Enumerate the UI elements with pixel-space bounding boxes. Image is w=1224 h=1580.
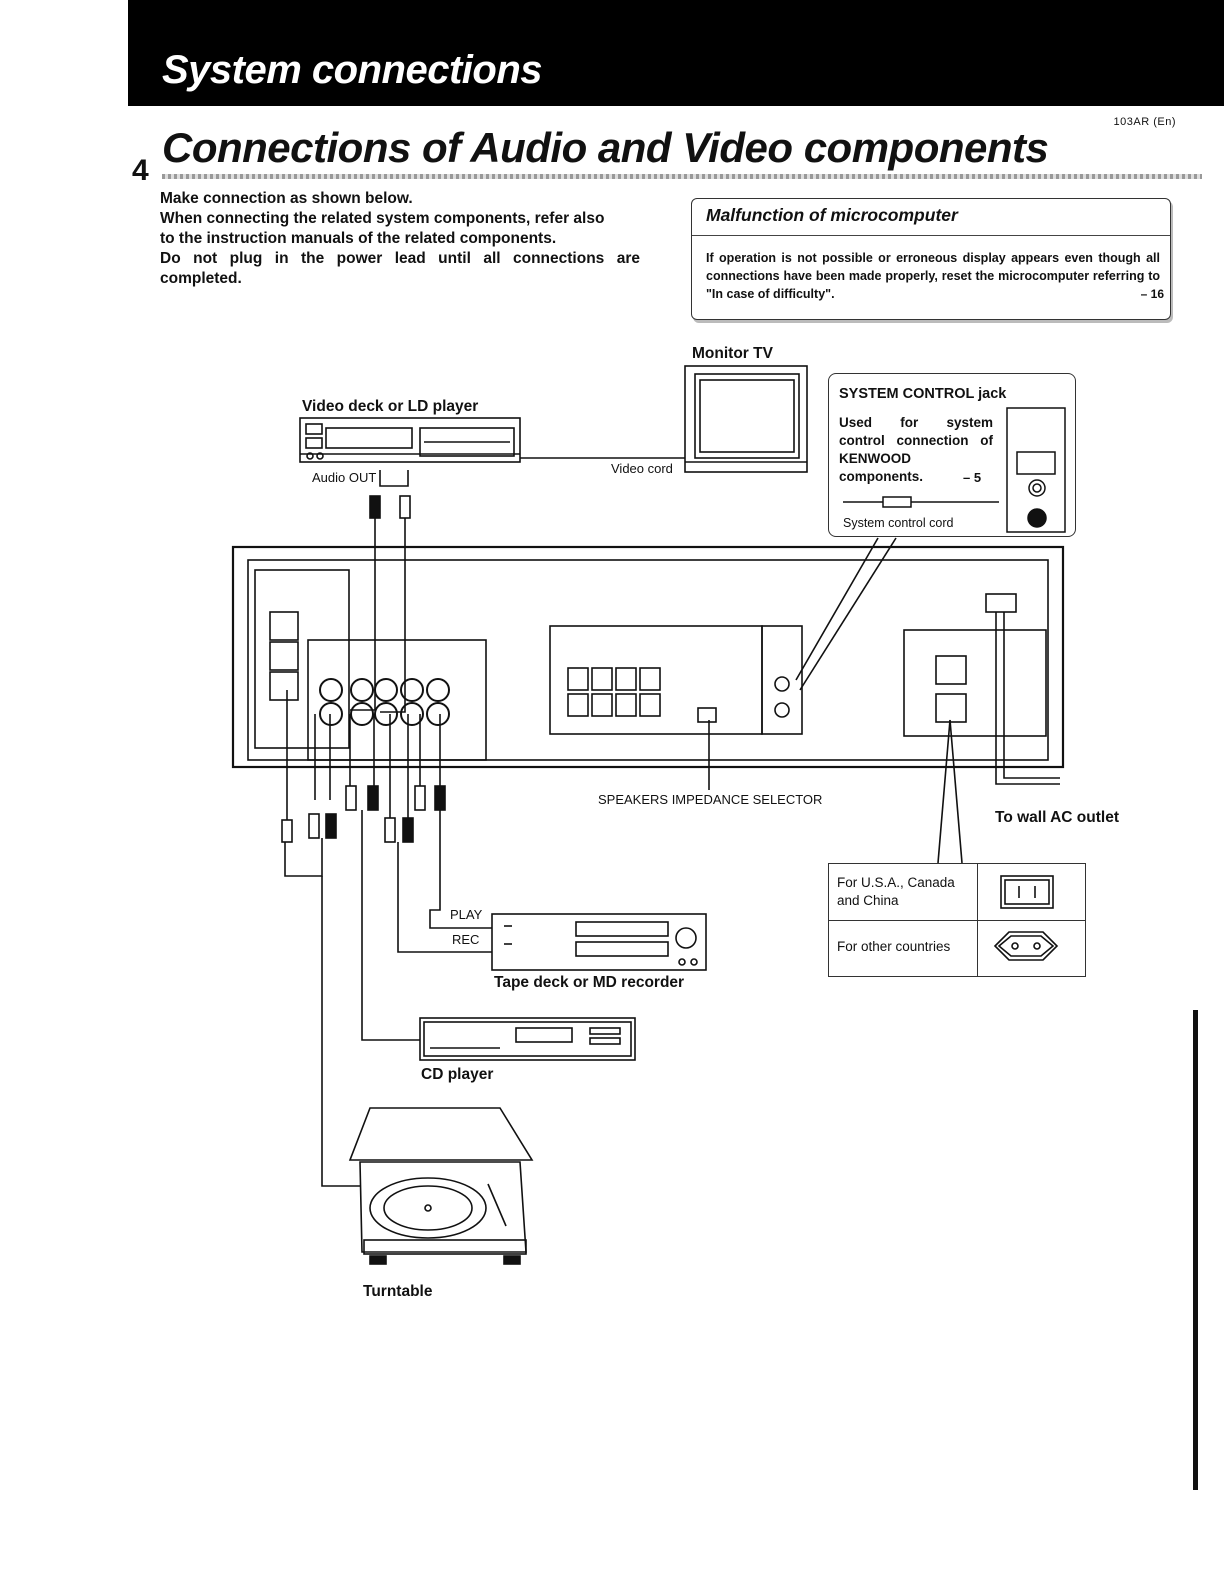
intro-line: to the instruction manuals of the relate… [160, 230, 557, 247]
ac-table-divider [977, 864, 978, 976]
tape-deck-illustration [491, 913, 707, 971]
video-cord-label: Video cord [611, 461, 673, 476]
page-heading: Connections of Audio and Video component… [162, 124, 1049, 171]
cd-player-illustration [419, 1017, 636, 1061]
receiver-rear-panel [231, 545, 1065, 785]
malfunction-note-title: Malfunction of microcomputer [706, 205, 958, 225]
audio-out-label: Audio OUT [312, 470, 377, 485]
system-control-title: SYSTEM CONTROL jack [839, 386, 1007, 402]
intro-line: When connecting the related system compo… [160, 210, 605, 227]
scan-edge-mark [1193, 1010, 1198, 1490]
wall-ac-outlet-label: To wall AC outlet [995, 809, 1119, 826]
header-bar [128, 0, 1224, 106]
page-number: 4 [132, 154, 149, 187]
system-control-plug-icon [843, 496, 999, 508]
intro-line: Make connection as shown below. [160, 190, 413, 207]
intro-line: Do not plug in the power lead until all … [160, 250, 640, 267]
malfunction-note-text: If operation is not possible or erroneou… [706, 251, 1160, 301]
monitor-tv-label: Monitor TV [692, 345, 773, 362]
ac-table-row1-label: For U.S.A., Canada and China [837, 875, 955, 908]
heading-rule [162, 174, 1202, 179]
ac-table-row [829, 864, 1085, 921]
page-reference: – 16 [1140, 287, 1164, 301]
tape-deck-label: Tape deck or MD recorder [494, 974, 685, 991]
turntable-label: Turntable [363, 1283, 433, 1300]
system-control-callout: SYSTEM CONTROL jack Used for system cont… [828, 373, 1076, 537]
malfunction-note-box: Malfunction of microcomputer If operatio… [691, 198, 1171, 320]
system-control-text: Used for system control connection of KE… [839, 415, 993, 484]
video-deck-illustration [299, 417, 521, 463]
us-outlet-icon [1000, 875, 1054, 909]
rec-label: REC [452, 932, 480, 947]
ac-outlet-table: For U.S.A., Canada and China For other c… [828, 863, 1086, 977]
play-label: PLAY [450, 907, 483, 922]
monitor-tv-illustration [684, 365, 808, 473]
european-outlet-icon [993, 931, 1059, 961]
system-control-cord-label: System control cord [843, 516, 954, 530]
intro-text: Make connection as shown below. When con… [160, 189, 640, 289]
ac-table-row2-label: For other countries [837, 939, 951, 954]
section-title: System connections [162, 48, 543, 92]
video-deck-label: Video deck or LD player [302, 398, 479, 415]
note-divider [692, 235, 1170, 236]
system-control-jack-icon [1006, 407, 1066, 533]
turntable-illustration [348, 1107, 534, 1265]
intro-line: completed. [160, 270, 242, 287]
document-code: 103AR (En) [1113, 116, 1176, 128]
cd-player-label: CD player [421, 1066, 494, 1083]
speakers-impedance-selector-label: SPEAKERS IMPEDANCE SELECTOR [598, 792, 823, 807]
page-reference: – 5 [963, 470, 982, 485]
